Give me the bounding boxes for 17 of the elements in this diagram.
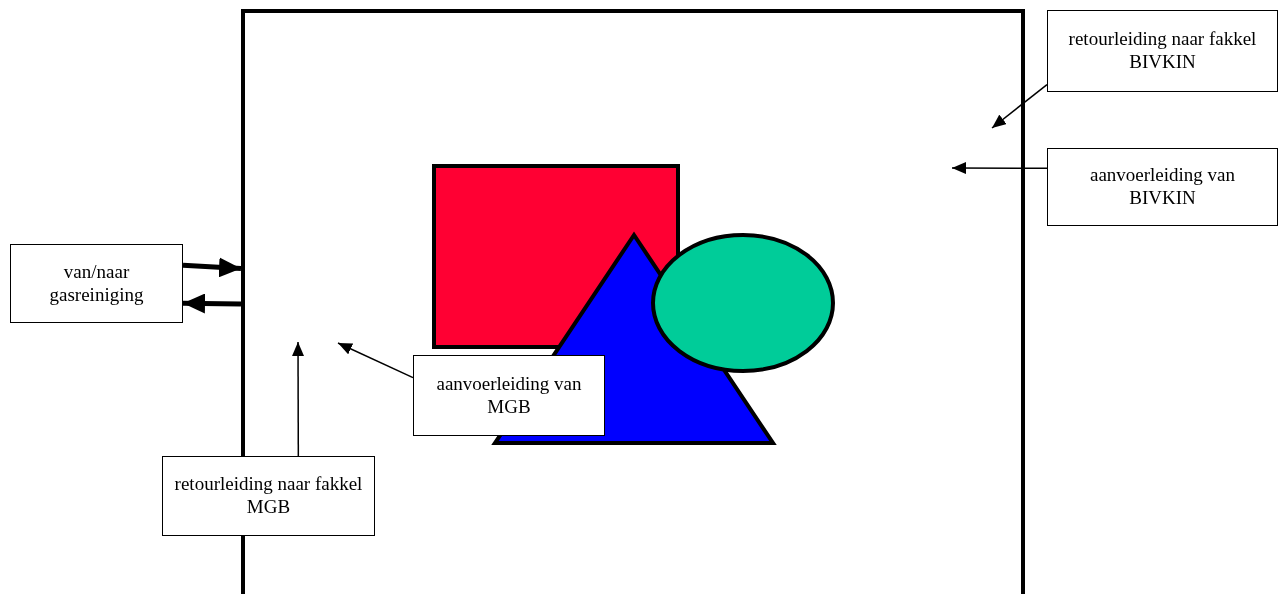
arrow [292,341,305,457]
label-text: aanvoerleiding van BIVKIN [1088,164,1237,210]
arrow [951,162,1048,175]
arrow [182,293,242,314]
label-text: aanvoerleiding van MGB [435,372,583,419]
ellipse-shape [650,232,836,374]
label-text: retourleiding naar fakkel BIVKIN [1067,28,1258,74]
label-box [10,244,183,323]
label-text: van/naar gasreiniging [48,260,145,307]
label-box [413,355,605,436]
label-box [162,456,375,536]
label-box [1047,10,1278,92]
arrow [337,342,414,379]
label-box [1047,148,1278,226]
arrow [182,257,242,278]
label-text: retourleiding naar fakkel MGB [173,473,364,519]
arrow [991,83,1048,129]
